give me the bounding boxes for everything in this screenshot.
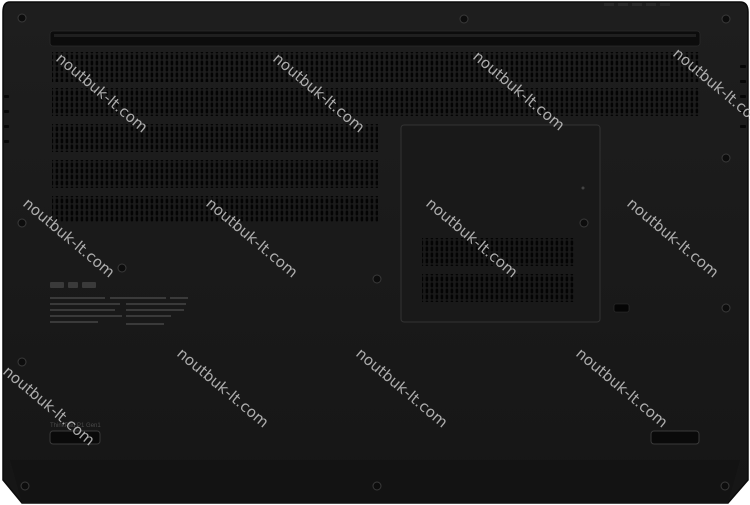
side-vents-left — [4, 95, 9, 143]
service-panel-vents — [422, 238, 574, 302]
service-panel — [400, 124, 601, 323]
vent-grille — [52, 52, 700, 222]
rubber-foot-left — [49, 430, 101, 445]
top-edge-marks — [604, 3, 670, 6]
side-vents-right — [740, 65, 746, 128]
hinge-bar — [49, 30, 701, 47]
model-label: ThinkPad P1 Gen1 — [50, 423, 101, 429]
front-lip — [10, 460, 740, 503]
screws — [17, 13, 731, 491]
lock-slot — [613, 303, 630, 313]
rubber-foot-right — [650, 430, 700, 445]
regulatory-label — [50, 282, 188, 325]
